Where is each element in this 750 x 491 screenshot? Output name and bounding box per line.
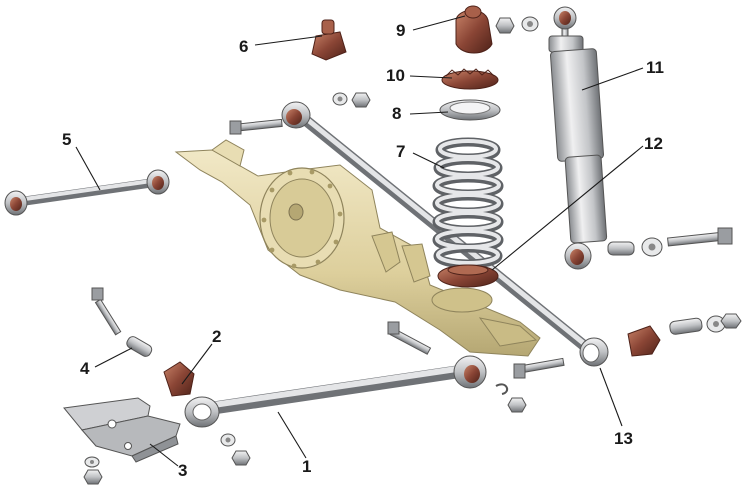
shock-lower-hardware (607, 227, 733, 257)
lower-longitudinal-arm (184, 355, 487, 428)
callout-9: 9 (396, 21, 406, 40)
callout-6: 6 (239, 37, 249, 56)
rubber-bushing (163, 361, 195, 397)
callout-7: 7 (396, 142, 406, 161)
callout-3: 3 (178, 461, 188, 480)
additional-bump-stop (311, 19, 347, 61)
shock-top-nut-washer (495, 16, 539, 34)
rod-lower-bolt (513, 357, 565, 379)
right-bushing-hardware (627, 313, 742, 357)
callout-8: 8 (392, 104, 402, 123)
rod-upper-bolt (229, 118, 283, 135)
spring-seat-cup (439, 99, 501, 121)
shock-absorber (548, 6, 608, 270)
callout-1: 1 (302, 457, 312, 476)
upper-longitudinal-arm (4, 169, 170, 216)
axle-bolt (387, 321, 432, 355)
callout-12: 12 (644, 134, 663, 153)
bracket-bolt (91, 287, 122, 336)
leader-lines (75, 15, 644, 467)
small-hardware (83, 383, 527, 485)
compression-buffer (455, 5, 493, 54)
callout-4: 4 (80, 359, 90, 378)
callout-5: 5 (62, 130, 72, 149)
rod-upper-nut-washer (332, 92, 371, 108)
rear-axle-housing (174, 139, 541, 357)
lower-spring-insulator (437, 264, 499, 288)
upper-spring-insulator (441, 68, 499, 90)
callout-11: 11 (646, 58, 664, 77)
callout-2: 2 (212, 327, 222, 346)
callout-13: 13 (614, 429, 633, 448)
spacer-sleeve (126, 336, 153, 357)
callout-10: 10 (386, 66, 405, 85)
coil-spring (432, 137, 504, 269)
mounting-bracket (63, 397, 181, 463)
